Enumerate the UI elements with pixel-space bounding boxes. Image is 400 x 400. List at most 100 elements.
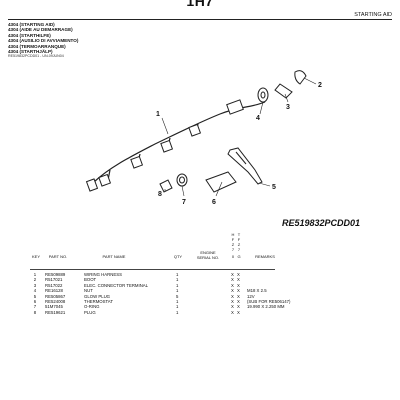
row-qty: 1 [176, 288, 179, 294]
table-header: KEY PART NO. PART NAME QTY ENGINE SERIAL… [0, 232, 400, 268]
row-qty: 1 [176, 309, 179, 315]
title-reference: RE519832PCDD01 - UN-09JUN04 [8, 54, 64, 59]
row-model-b: X [237, 272, 240, 277]
row-part-name: THERMOSTAT [84, 298, 113, 304]
row-model-a: X [231, 293, 234, 299]
header-part-name: PART NAME [102, 254, 126, 259]
table-row: 6 RE524008 THERMOSTAT 1 X X (SUB FOR RE5… [0, 299, 400, 304]
row-model-a: X [231, 277, 234, 283]
header-model-2: T [237, 232, 241, 237]
row-model-a: X [231, 298, 234, 304]
header-rule [8, 19, 392, 20]
parts-table: 1 RE509889 WIRING HARNESS 1 X X 2 R51702… [0, 272, 400, 315]
title-italian: 4304 (AUSILIO DI AVVIAMENTO) [8, 38, 79, 44]
table-row: 1 RE509889 WIRING HARNESS 1 X X [0, 272, 400, 277]
connector-4 [188, 123, 202, 137]
row-key: 8 [33, 309, 37, 315]
header-part-no: PART NO. [48, 254, 68, 259]
header-serial: ENGINE SERIAL NO. [196, 250, 220, 260]
page-title: 1H7 [186, 0, 214, 9]
parts-illustration: 1 2 3 4 5 6 7 8 [85, 70, 322, 206]
row-qty: 1 [176, 277, 179, 283]
row-key: 1 [33, 272, 37, 277]
callout-8: 8 [158, 191, 162, 198]
header-model-9: 0 [231, 254, 235, 259]
header-model-4: F [237, 237, 241, 242]
row-model-a: X [231, 288, 234, 294]
title-french: 4304 (AIDE AU DEMARRAGE) [8, 27, 73, 33]
header-qty: QTY [173, 254, 183, 259]
row-model-b: X [237, 304, 240, 310]
title-german: 4304 (STARTHILFE) [8, 32, 51, 38]
row-part-no: RE524008 [45, 298, 66, 304]
row-part-no: R517021 [45, 277, 63, 283]
callout-7: 7 [182, 199, 186, 206]
row-part-no: RE509889 [45, 272, 66, 277]
row-qty: 1 [176, 282, 179, 288]
table-row: 3 R517022 ELEC. CONNECTOR TERMINAL 1 X X [0, 283, 400, 288]
row-model-b: X [237, 282, 240, 288]
row-part-name: PLUG [84, 309, 96, 315]
boot-part [294, 70, 307, 85]
row-part-no: R517022 [45, 282, 63, 288]
connector-3 [160, 139, 174, 153]
header-model-5: Z [231, 242, 235, 247]
row-key: 6 [33, 298, 37, 304]
header-model-10: G [237, 254, 241, 259]
row-qty: 1 [176, 272, 179, 277]
group-titles: 4304 (STARTING AID) 4304 (AIDE AU DEMARR… [8, 22, 78, 60]
row-remarks: 12V [247, 293, 255, 299]
connector-2 [130, 155, 144, 169]
figure-id: RE519832PCDD01 [281, 218, 360, 228]
callout-1: 1 [156, 111, 160, 118]
row-model-a: X [231, 304, 234, 310]
title-english: 4304 (STARTING AID) [8, 22, 55, 27]
connector-1 [98, 173, 112, 187]
section-name: STARTING AID [354, 12, 392, 18]
thermostat-part [205, 171, 237, 193]
row-part-name: WIRING HARNESS [84, 272, 122, 277]
header-model-7: 7 [231, 247, 235, 252]
header-model-6: Z [237, 242, 241, 247]
row-part-name: ELEC. CONNECTOR TERMINAL [84, 282, 149, 288]
table-row: 4 RE16128 NUT 1 X X M18 X 2.5 [0, 288, 400, 293]
table-row: 2 R517021 BOOT 1 X X [0, 277, 400, 282]
row-remarks: M18 X 2.5 [247, 288, 267, 294]
table-row: 7 51M7045 O-RING 1 X X 19.990 X 2.250 MM [0, 304, 400, 309]
row-part-name: NUT [84, 288, 93, 294]
header-model-8: 7 [237, 247, 241, 252]
row-model-b: X [237, 309, 240, 315]
row-key: 5 [33, 293, 37, 299]
plug-part [159, 179, 173, 193]
row-model-b: X [237, 277, 240, 283]
row-remarks: (SUB FOR RE506147) [247, 298, 291, 304]
row-remarks: 19.990 X 2.250 MM [247, 304, 285, 310]
callout-6: 6 [212, 199, 216, 206]
connector-5 [85, 178, 99, 192]
row-part-no: 51M7045 [45, 304, 63, 310]
row-part-name: BOOT [84, 277, 97, 283]
header-remarks: REMARKS [255, 254, 275, 259]
row-qty: 5 [176, 293, 179, 299]
wiring-harness-line [93, 101, 266, 183]
callout-2: 2 [318, 82, 322, 89]
table-rule [30, 269, 275, 270]
row-model-b: X [237, 293, 240, 299]
callout-3: 3 [286, 104, 290, 111]
table-row: 5 RE505867 GLOW PLUG 5 X X 12V [0, 294, 400, 299]
callout-4: 4 [256, 115, 260, 122]
row-key: 2 [33, 277, 37, 283]
title-spanish: 4304 (TERMOARRANQUE) [8, 43, 66, 49]
row-part-no: RE519621 [45, 309, 66, 315]
callout-5: 5 [272, 184, 276, 191]
row-part-no: RE505867 [45, 293, 66, 299]
table-row: 8 RE519621 PLUG 1 X X [0, 310, 400, 315]
row-qty: 1 [176, 298, 179, 304]
row-model-a: X [231, 309, 234, 315]
row-qty: 1 [176, 304, 179, 310]
row-model-b: X [237, 298, 240, 304]
header-model-3: F [231, 237, 235, 242]
header-model-1: H [231, 232, 235, 237]
row-key: 7 [33, 304, 37, 310]
title-swedish: 4304 (STARTHJÄLP) [8, 49, 53, 55]
